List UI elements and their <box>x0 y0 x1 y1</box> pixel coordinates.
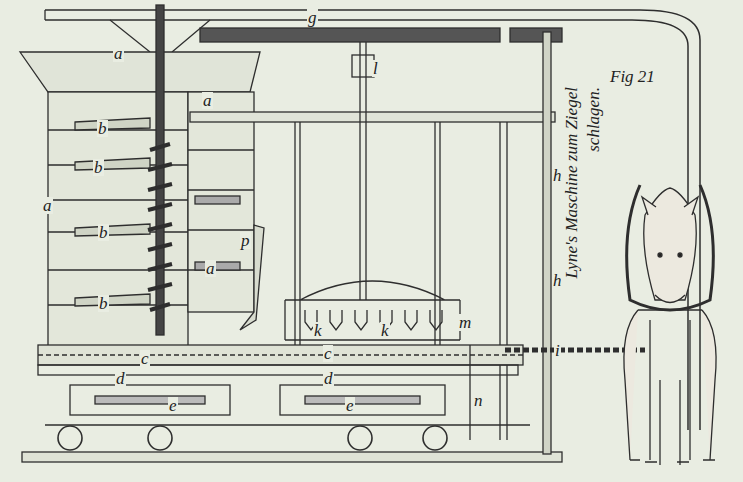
part-letter: b <box>97 120 108 137</box>
part-letter: p <box>240 232 251 249</box>
part-letter: k <box>313 322 323 339</box>
part-letter: c <box>140 350 150 367</box>
part-letter: b <box>98 224 109 241</box>
part-letter: e <box>168 397 178 414</box>
part-letter: a <box>205 260 216 277</box>
part-letter: l <box>372 60 379 77</box>
part-letter: k <box>380 322 390 339</box>
part-letter: a <box>113 45 124 62</box>
part-letter: n <box>473 392 484 409</box>
part-letter: c <box>323 345 333 362</box>
part-letter: g <box>307 9 318 26</box>
part-letter: m <box>458 314 472 331</box>
figure-number: Fig 21 <box>609 68 656 85</box>
part-letter: b <box>93 159 104 176</box>
part-letter: e <box>345 397 355 414</box>
part-letter: a <box>202 92 213 109</box>
part-letter: i <box>554 342 561 359</box>
part-letter: a <box>42 197 53 214</box>
part-letter: d <box>115 370 126 387</box>
part-letter: b <box>98 295 109 312</box>
figure-title: Lyne's Maschine zum Ziegel schlagen. <box>561 87 605 337</box>
part-letter: d <box>323 370 334 387</box>
